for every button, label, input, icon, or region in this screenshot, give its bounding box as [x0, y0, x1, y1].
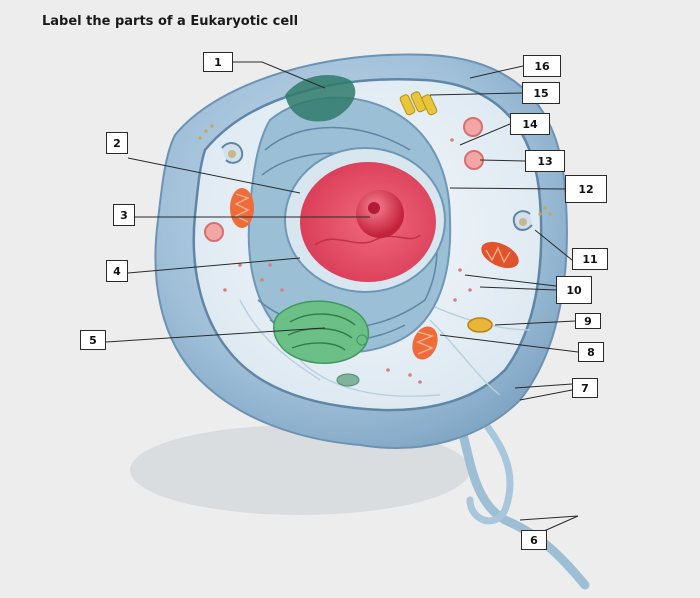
label-box-1[interactable]: 1: [203, 52, 233, 72]
leader-line-5: [105, 327, 326, 343]
nucleolus-core: [368, 202, 380, 214]
leader-line-10-1: [464, 274, 557, 287]
lysosome-1: [463, 117, 483, 137]
leader-line-4: [127, 257, 301, 274]
leader-line-7-1: [514, 383, 573, 389]
leader-line-15: [429, 92, 523, 96]
nucleolus: [356, 190, 404, 238]
mitochondrion-right: [481, 241, 519, 269]
label-box-14[interactable]: 14: [510, 113, 550, 135]
label-box-11[interactable]: 11: [572, 248, 608, 270]
label-box-15[interactable]: 15: [522, 82, 560, 104]
label-box-13[interactable]: 13: [525, 150, 565, 172]
centrioles: [399, 91, 438, 116]
label-box-16[interactable]: 16: [523, 55, 561, 77]
leader-line-12: [449, 187, 566, 190]
leader-line-16: [469, 65, 524, 79]
lysosome-3: [204, 222, 224, 242]
flagellum: [450, 400, 590, 590]
ribosomes: [223, 138, 472, 384]
leader-line-8: [439, 334, 579, 353]
exocytosis-vesicle: [198, 124, 244, 164]
flagellum-strand: [466, 401, 514, 525]
label-box-6[interactable]: 6: [521, 530, 547, 550]
leader-line-11: [534, 229, 573, 261]
label-box-12[interactable]: 12: [565, 175, 607, 203]
label-box-3[interactable]: 3: [113, 204, 135, 226]
diagram-title: Label the parts of a Eukaryotic cell: [42, 14, 299, 29]
label-box-7[interactable]: 7: [572, 378, 598, 398]
leader-line-9: [494, 320, 576, 326]
label-box-2[interactable]: 2: [106, 132, 128, 154]
leader-line-2: [127, 157, 301, 194]
label-box-5[interactable]: 5: [80, 330, 106, 350]
label-box-9[interactable]: 9: [575, 313, 601, 329]
endocytosis-vesicle: [512, 206, 552, 231]
smooth-er: [285, 75, 356, 122]
leader-line-1: [233, 61, 326, 89]
leader-line-14: [459, 123, 511, 146]
mitochondrion-bottom: [412, 326, 438, 360]
label-box-8[interactable]: 8: [578, 342, 604, 362]
leader-line-7-2: [519, 389, 573, 401]
chromatin: [314, 234, 421, 246]
peroxisome: [467, 317, 493, 333]
golgi-apparatus: [273, 300, 370, 364]
label-box-10[interactable]: 10: [556, 276, 592, 304]
leader-line-13: [479, 159, 526, 162]
leader-line-10-2: [479, 286, 557, 291]
vacuole: [336, 373, 360, 387]
leader-line-6-1: [519, 515, 579, 521]
label-box-4[interactable]: 4: [106, 260, 128, 282]
